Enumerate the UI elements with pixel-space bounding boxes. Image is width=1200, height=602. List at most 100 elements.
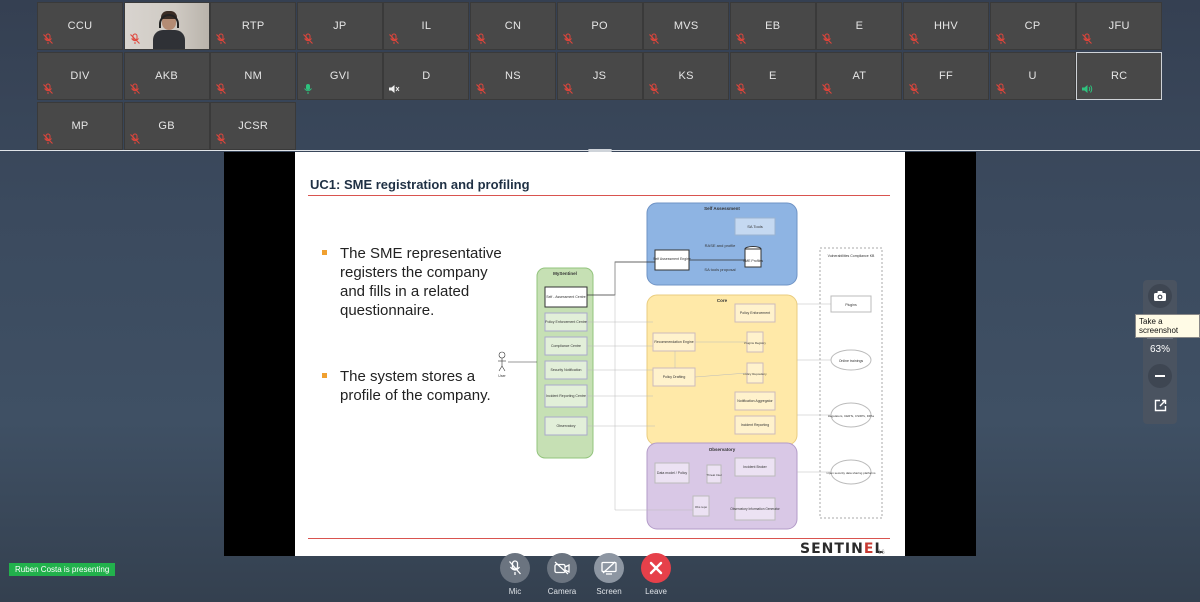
- participant-tile[interactable]: MVS: [643, 2, 730, 50]
- toolbar-separator: [1147, 338, 1173, 339]
- label-pe-centre: Policy Enforcement Centre: [545, 320, 587, 324]
- participant-initials: D: [422, 70, 431, 82]
- participant-initials: CN: [504, 20, 522, 32]
- label-sa-proposal: SA tools proposal: [704, 267, 735, 272]
- participant-tile[interactable]: NM: [210, 52, 297, 100]
- sentinel-logo: SENTINEL: [800, 541, 885, 556]
- participant-tile[interactable]: CN: [470, 2, 556, 50]
- speaker-active-icon: [1082, 85, 1093, 93]
- mic-muted-icon: [476, 33, 486, 44]
- screen-share-off-icon: [601, 561, 617, 575]
- mic-muted-icon: [216, 133, 227, 144]
- participant-initials: NS: [505, 70, 521, 82]
- camera-label: Camera: [547, 587, 577, 596]
- participant-initials: CP: [1024, 20, 1041, 32]
- screen-share-button[interactable]: [594, 553, 624, 583]
- mic-muted-icon: [649, 83, 660, 94]
- participant-tile[interactable]: HHV: [903, 2, 989, 50]
- participant-tile[interactable]: CCU: [37, 2, 123, 50]
- participant-tile[interactable]: GB: [123, 102, 210, 150]
- participant-tile[interactable]: CP: [989, 2, 1076, 50]
- mic-muted-icon: [129, 133, 140, 144]
- zoom-toolbar: 63%: [1143, 280, 1177, 424]
- label-mysentinel: MySentinel: [553, 271, 577, 276]
- label-self-assessment: Self Assessment: [704, 206, 740, 211]
- participant-tile[interactable]: E: [816, 2, 903, 50]
- mic-muted-icon: [562, 83, 573, 94]
- participant-initials: MVS: [673, 20, 699, 32]
- participant-tile[interactable]: JCSR: [210, 102, 297, 150]
- participant-tile[interactable]: IL: [383, 2, 470, 50]
- participant-tile[interactable]: JFU: [1076, 2, 1163, 50]
- mic-muted-icon: [995, 83, 1006, 94]
- mic-muted-icon: [476, 83, 486, 94]
- participant-initials: JS: [592, 70, 607, 82]
- participant-initials: PO: [591, 20, 608, 32]
- participant-tile[interactable]: EB: [729, 2, 816, 50]
- bullet-marker: [322, 250, 327, 255]
- label-core: Core: [717, 298, 728, 303]
- participant-tile[interactable]: KS: [643, 52, 730, 100]
- participant-tile[interactable]: GVI: [296, 52, 383, 100]
- label-sa-engine: Self Assessment Engine: [653, 257, 691, 261]
- presentation-slide: UC1: SME registration and profiling The …: [295, 152, 905, 556]
- participant-tile[interactable]: MP: [37, 102, 123, 150]
- bullet-item: The system stores a profile of the compa…: [322, 367, 502, 427]
- resize-handle[interactable]: [588, 149, 612, 152]
- participant-tile[interactable]: RTP: [210, 2, 297, 50]
- participant-tile[interactable]: E: [729, 52, 816, 100]
- mic-muted-icon: [562, 33, 573, 44]
- minus-icon: [1155, 375, 1165, 377]
- screenshot-button[interactable]: [1148, 284, 1172, 308]
- mic-muted-icon: [302, 33, 313, 44]
- participant-initials: GB: [158, 120, 175, 132]
- label-compliance-centre: Compliance Centre: [551, 344, 581, 348]
- leave-button[interactable]: [641, 553, 671, 583]
- label-data-model: Data model / Policy: [657, 471, 687, 475]
- participant-initials: IL: [421, 20, 432, 32]
- label-policy-drafting: Policy Drafting: [663, 375, 686, 379]
- participant-tile[interactable]: U: [989, 52, 1076, 100]
- bullet-item: The SME representative registers the com…: [322, 244, 502, 344]
- participant-initials: JP: [333, 20, 347, 32]
- participant-initials: HHV: [933, 20, 959, 32]
- label-policy-enforcement: Policy Enforcement: [740, 311, 770, 315]
- participant-tile[interactable]: AT: [816, 52, 903, 100]
- label-plugins: Plugins: [845, 303, 857, 307]
- participant-tile[interactable]: D: [383, 52, 470, 100]
- participant-video[interactable]: [123, 2, 210, 50]
- participant-tile[interactable]: DIV: [37, 52, 123, 100]
- participant-tile[interactable]: JS: [556, 52, 643, 100]
- label-sme-profiles: SME Profiles: [743, 259, 763, 263]
- mic-muted-icon: [735, 83, 746, 94]
- participant-initials: RC: [1110, 70, 1128, 82]
- label-recommendation: Recommendation Engine: [654, 340, 693, 344]
- mic-muted-icon: [1082, 33, 1093, 44]
- participant-tile[interactable]: NS: [470, 52, 556, 100]
- popout-button[interactable]: [1148, 393, 1172, 417]
- mic-button[interactable]: [500, 553, 530, 583]
- label-open-security: Open security data sharing platforms: [826, 471, 876, 475]
- label-plugins-registry: Plugins Registry: [744, 341, 766, 345]
- mic-label: Mic: [508, 587, 522, 596]
- slide-title: UC1: SME registration and profiling: [310, 177, 530, 192]
- label-policy-repo: Policy Repository: [743, 372, 767, 376]
- mic-muted-icon: [43, 83, 53, 94]
- mic-muted-icon: [216, 83, 227, 94]
- label-vulnerabilities-kb: Vulnerabilities Compliance KB: [828, 254, 875, 258]
- participant-initials: EB: [765, 20, 781, 32]
- bullet-text: The system stores a profile of the compa…: [340, 368, 491, 404]
- zoom-out-button[interactable]: [1148, 364, 1172, 388]
- label-security-notification: Security Notification: [551, 368, 582, 372]
- participant-tile[interactable]: AKB: [123, 52, 210, 100]
- label-user: User: [498, 374, 506, 378]
- participant-tile[interactable]: FF: [903, 52, 989, 100]
- camera-button[interactable]: [547, 553, 577, 583]
- participant-tile[interactable]: RC: [1076, 52, 1163, 100]
- participant-tile[interactable]: JP: [296, 2, 383, 50]
- architecture-diagram: Self Assessment SA Tools RASE and profil…: [498, 202, 883, 530]
- participant-tile[interactable]: PO: [556, 2, 643, 50]
- label-sa-tools: SA Tools: [747, 224, 763, 229]
- mic-muted-icon: [649, 33, 660, 44]
- label-online-trainings: Online trainings: [839, 359, 864, 363]
